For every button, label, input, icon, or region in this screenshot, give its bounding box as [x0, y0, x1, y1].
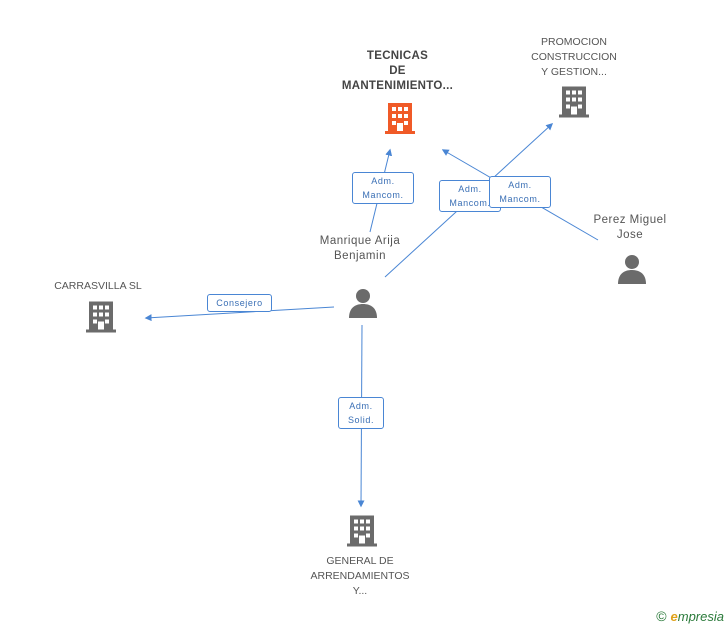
building-icon[interactable]	[559, 86, 589, 118]
edge-label-perez-tecnicas: Adm. Mancom.	[489, 176, 551, 208]
edge-manrique-carrasvilla	[144, 306, 335, 322]
edge-label-manrique-general: Adm. Solid.	[338, 397, 384, 429]
node-label-manrique[interactable]: Manrique Arija Benjamin	[319, 235, 401, 262]
person-icon[interactable]	[349, 288, 377, 318]
brand-logo: ©empresia	[656, 608, 724, 624]
person-icon[interactable]	[618, 254, 646, 284]
building-icon[interactable]	[385, 103, 415, 134]
building-icon[interactable]	[347, 515, 377, 547]
node-label-general[interactable]: GENERAL DE ARRENDAMIENTOS Y...	[310, 555, 410, 597]
building-icon[interactable]	[86, 301, 116, 333]
node-label-carrasvilla[interactable]: CARRASVILLA SL	[54, 280, 142, 292]
edge-label-manrique-carrasvilla: Consejero	[207, 294, 272, 312]
node-label-promocion[interactable]: PROMOCION CONSTRUCCION Y GESTION...	[531, 36, 617, 78]
edge-label-manrique-tecnicas: Adm. Mancom.	[352, 172, 414, 204]
node-label-perez[interactable]: Perez Miguel Jose	[593, 214, 667, 241]
node-label-tecnicas[interactable]: TECNICAS DE MANTENIMIENTO...	[341, 50, 454, 92]
copyright-icon: ©	[656, 608, 667, 624]
